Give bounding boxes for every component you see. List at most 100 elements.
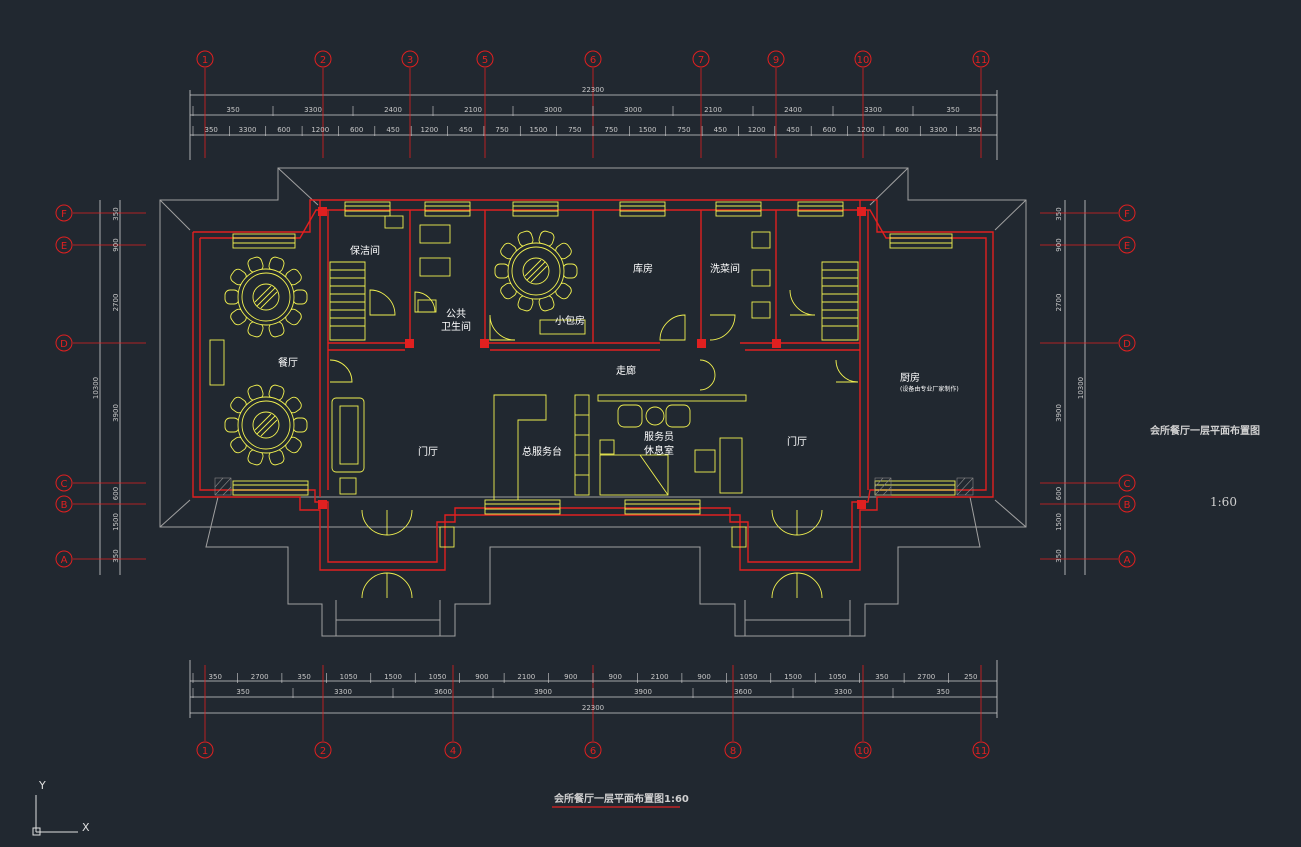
dim-bot-r1-2: 350 bbox=[297, 673, 310, 681]
dim-bot-r1-4: 1500 bbox=[384, 673, 402, 681]
room-labels: 保洁间 公共 卫生间 小包房 库房 洗菜间 餐厅 走廊 厨房 (设备由专业厂家制… bbox=[278, 244, 959, 458]
svg-text:3: 3 bbox=[407, 55, 413, 66]
dim-top-r2-3: 1200 bbox=[311, 126, 329, 134]
svg-text:2: 2 bbox=[320, 55, 326, 66]
dim-bot-r1-9: 900 bbox=[609, 673, 622, 681]
axis-top-10: 10 bbox=[854, 50, 872, 68]
dim-bot-r1-15: 350 bbox=[875, 673, 888, 681]
axis-left-E: E bbox=[55, 236, 73, 254]
dining-table-2 bbox=[224, 384, 308, 466]
dim-top-total: 22300 bbox=[582, 86, 604, 94]
svg-text:6: 6 bbox=[590, 746, 596, 757]
axis-bottom-11: 11 bbox=[972, 741, 990, 759]
label-corridor: 走廊 bbox=[616, 364, 636, 377]
stair-left bbox=[329, 261, 366, 341]
axis-bottom-10: 10 bbox=[854, 741, 872, 759]
dim-bot-r1-13: 1500 bbox=[784, 673, 802, 681]
dim-top-r2-13: 750 bbox=[677, 126, 690, 134]
dim-bottom-total: 22300 bbox=[582, 704, 604, 712]
doors-furniture bbox=[209, 215, 859, 599]
axis-right-F: F bbox=[1118, 204, 1136, 222]
dim-left-0: 350 bbox=[112, 207, 120, 220]
axis-bottom-1: 1 bbox=[196, 741, 214, 759]
dim-bot-r2-5: 3600 bbox=[734, 688, 752, 696]
windows bbox=[232, 201, 956, 548]
label-kitchen: 厨房 bbox=[900, 371, 920, 384]
dim-right-6: 350 bbox=[1055, 549, 1063, 562]
dim-top-r2-10: 750 bbox=[568, 126, 581, 134]
dining-table-3 bbox=[494, 230, 578, 312]
dim-top-r1-4: 3000 bbox=[544, 106, 562, 114]
svg-text:A: A bbox=[1124, 555, 1131, 566]
dim-top-r2-21: 350 bbox=[968, 126, 981, 134]
grid-axis-lines bbox=[73, 68, 1118, 741]
label-kitchen-note: (设备由专业厂家制作) bbox=[900, 385, 959, 393]
dim-top-r1-7: 2400 bbox=[784, 106, 802, 114]
label-wc-2: 卫生间 bbox=[441, 320, 471, 333]
dim-left-2: 2700 bbox=[112, 294, 120, 312]
axis-right-C: C bbox=[1118, 474, 1136, 492]
axis-bottom-2: 2 bbox=[314, 741, 332, 759]
dim-bot-r1-5: 1050 bbox=[429, 673, 447, 681]
dim-top-r2-17: 600 bbox=[823, 126, 836, 134]
ucs-x-label: X bbox=[82, 821, 90, 834]
dining-table-1 bbox=[224, 256, 308, 338]
axis-top-7: 7 bbox=[692, 50, 710, 68]
axis-top-2: 2 bbox=[314, 50, 332, 68]
dim-top-r1-0: 350 bbox=[226, 106, 239, 114]
dim-left-6: 350 bbox=[112, 549, 120, 562]
dim-top-r2-1: 3300 bbox=[239, 126, 257, 134]
svg-text:5: 5 bbox=[482, 55, 488, 66]
svg-text:6: 6 bbox=[590, 55, 596, 66]
dim-left-4: 600 bbox=[112, 487, 120, 500]
svg-text:4: 4 bbox=[450, 746, 456, 757]
svg-text:D: D bbox=[60, 339, 68, 350]
dim-right-4: 600 bbox=[1055, 487, 1063, 500]
dim-right-2: 2700 bbox=[1055, 294, 1063, 312]
ucs-icon bbox=[32, 795, 78, 836]
dim-top-r2-8: 750 bbox=[495, 126, 508, 134]
dim-bot-r2-7: 350 bbox=[936, 688, 949, 696]
svg-text:E: E bbox=[61, 241, 67, 252]
dim-bot-r1-1: 2700 bbox=[251, 673, 269, 681]
dim-bot-r1-16: 2700 bbox=[917, 673, 935, 681]
svg-text:A: A bbox=[61, 555, 68, 566]
dim-top-r1-8: 3300 bbox=[864, 106, 882, 114]
dim-bot-r2-0: 350 bbox=[236, 688, 249, 696]
dim-right-total: 10300 bbox=[1077, 377, 1085, 399]
dim-top-r1-3: 2100 bbox=[464, 106, 482, 114]
axis-bottom-6: 6 bbox=[584, 741, 602, 759]
dim-bot-r1-3: 1050 bbox=[340, 673, 358, 681]
label-staff-1: 服务员 bbox=[644, 430, 674, 443]
hatched-pillars bbox=[214, 477, 974, 496]
dim-top-r2-9: 1500 bbox=[530, 126, 548, 134]
axis-top-11: 11 bbox=[972, 50, 990, 68]
dim-top-r2-20: 3300 bbox=[930, 126, 948, 134]
dim-bot-r2-6: 3300 bbox=[834, 688, 852, 696]
dim-top-r2-19: 600 bbox=[895, 126, 908, 134]
label-front-desk: 总服务台 bbox=[522, 445, 562, 458]
dim-left-1: 900 bbox=[112, 238, 120, 251]
svg-text:9: 9 bbox=[773, 55, 779, 66]
dim-bot-r2-3: 3900 bbox=[534, 688, 552, 696]
dim-left-total: 10300 bbox=[92, 377, 100, 399]
axis-top-9: 9 bbox=[767, 50, 785, 68]
label-dishwash: 洗菜间 bbox=[710, 262, 740, 275]
svg-text:E: E bbox=[1124, 241, 1130, 252]
dim-top-r1-9: 350 bbox=[946, 106, 959, 114]
dim-top-r2-6: 1200 bbox=[420, 126, 438, 134]
svg-text:F: F bbox=[61, 209, 67, 220]
dim-right-1: 900 bbox=[1055, 238, 1063, 251]
svg-text:1: 1 bbox=[202, 55, 208, 66]
structural-columns bbox=[318, 207, 866, 509]
dim-top-r2-2: 600 bbox=[277, 126, 290, 134]
scale-label: 1:60 bbox=[1210, 495, 1237, 509]
svg-text:B: B bbox=[1124, 500, 1131, 511]
dim-bot-r2-1: 3300 bbox=[334, 688, 352, 696]
dim-top-r2-11: 750 bbox=[604, 126, 617, 134]
dim-top-r2-16: 450 bbox=[786, 126, 799, 134]
dimension-lines bbox=[99, 90, 1086, 718]
axis-right-A: A bbox=[1118, 550, 1136, 568]
